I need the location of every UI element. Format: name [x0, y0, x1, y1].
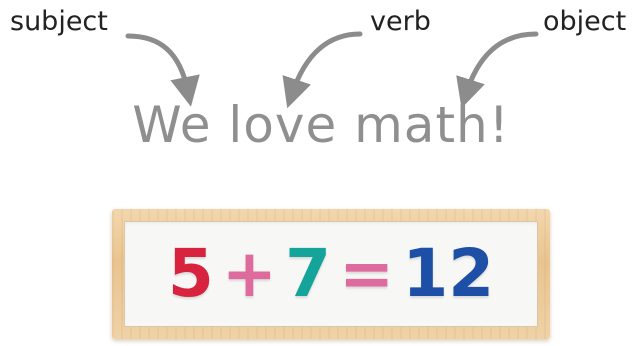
- arrow-verb: [292, 34, 360, 94]
- equation-plus-sign: +: [222, 241, 277, 307]
- equation-board: 5 + 7 = 12: [124, 221, 538, 327]
- equation-number-12: 12: [402, 241, 494, 307]
- example-sentence: We love math!: [0, 100, 642, 150]
- arrow-object: [466, 34, 536, 94]
- equation-number-5: 5: [168, 241, 214, 307]
- equation-equals-sign: =: [339, 241, 394, 307]
- equation-number-7: 7: [285, 241, 331, 307]
- wooden-frame: 5 + 7 = 12: [112, 209, 550, 339]
- arrow-subject: [128, 36, 188, 92]
